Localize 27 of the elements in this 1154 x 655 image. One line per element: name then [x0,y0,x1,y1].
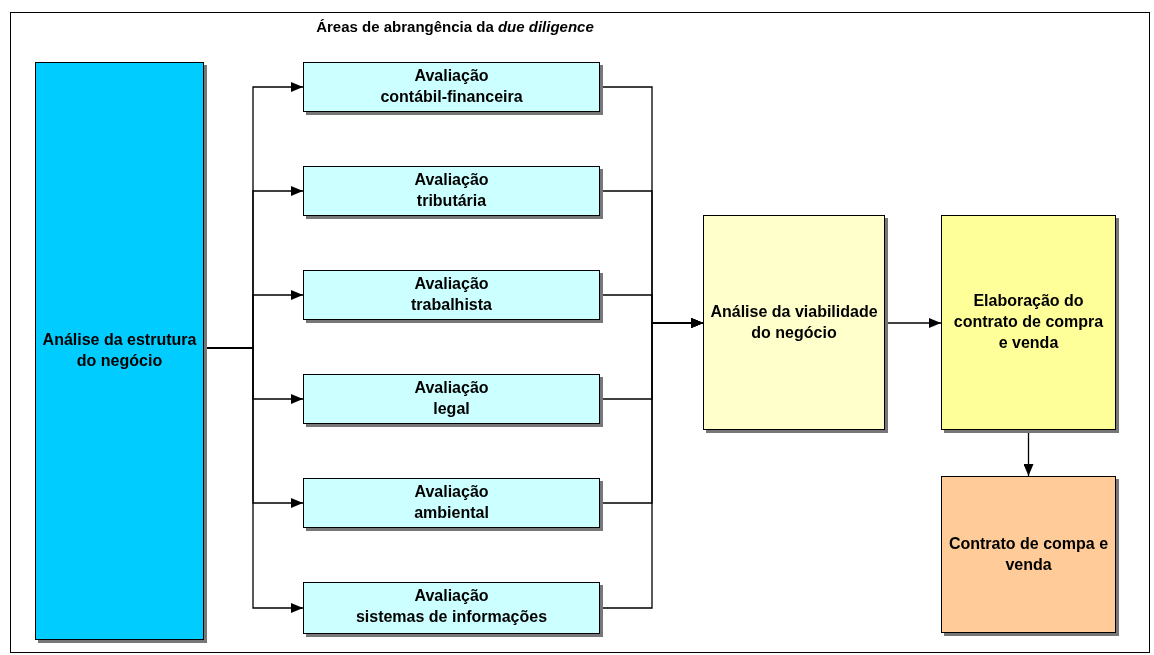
box-label: Análise da estrutura do negócio [42,330,197,371]
diagram-title: Áreas de abrangência da due diligence [315,18,595,35]
box-label: Contrato de compa e venda [948,533,1109,575]
box-label: Avaliação [414,170,489,190]
box-label: legal [433,398,470,419]
box-label: contábil-financeira [380,86,523,107]
box-label: Avaliação [414,378,489,398]
process-box [703,215,885,430]
box-label: Avaliação [414,586,489,606]
box-label: Avaliação [414,66,489,86]
box-label: Avaliação [414,482,489,502]
box-label: sistemas de informações [355,606,548,627]
process-box [303,582,600,634]
box-label: ambiental [414,502,489,523]
process-box [303,374,600,424]
process-box [303,270,600,320]
process-box [303,478,600,528]
process-box [35,62,204,640]
process-box [941,476,1116,633]
box-label: Avaliação [414,274,489,294]
box-label: Elaboração do contrato de compra e venda [952,291,1105,353]
process-box [941,215,1116,430]
box-label: tributária [416,190,487,211]
box-label: Análise da viabilidade do negócio [710,301,878,343]
process-box [303,166,600,216]
box-label: trabalhista [411,294,492,315]
process-box [303,62,600,112]
